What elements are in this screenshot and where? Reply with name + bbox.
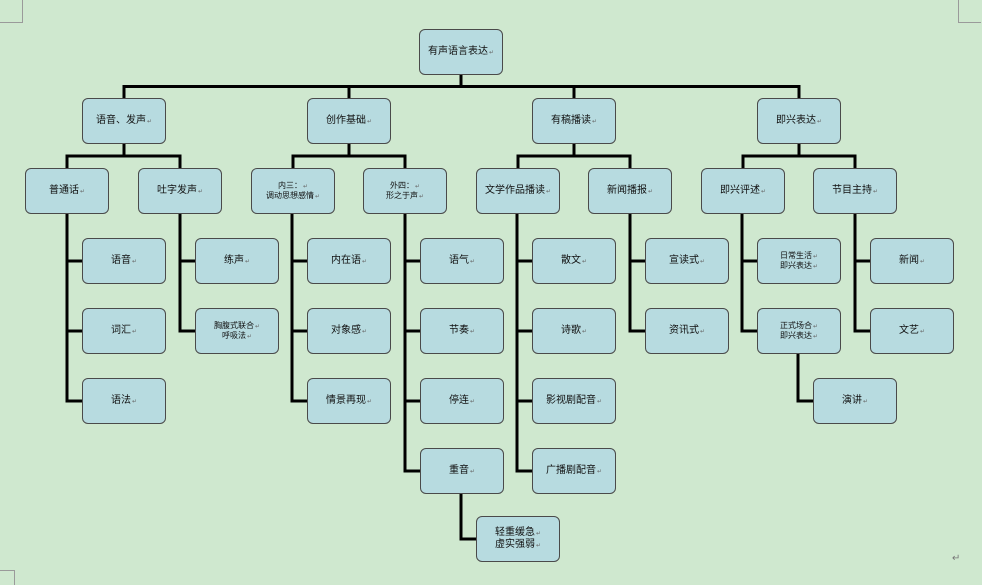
node-label-line: 演讲 (842, 395, 868, 408)
node-label-line: 即兴表达 (780, 261, 818, 271)
node-label-line: 广播剧配音 (546, 465, 602, 478)
node-label-line: 散文 (561, 255, 587, 268)
node-label-line: 影视剧配音 (546, 395, 602, 408)
node-label-line: 外四： (390, 181, 420, 191)
node-label-line: 有声语言表达 (428, 46, 494, 59)
node-label-line: 胸腹式联合 (214, 321, 260, 331)
node-l-qingjing: 情景再现 (307, 378, 391, 424)
page-corner-mark-top-left (0, 0, 23, 23)
node-c4a: 即兴评述 (701, 168, 785, 214)
node-c3: 有稿播读 (532, 98, 616, 144)
node-l-jiezou: 节奏 (420, 308, 504, 354)
node-l-cihui: 词汇 (82, 308, 166, 354)
node-label-line: 文学作品播读 (485, 185, 551, 198)
node-label-line: 对象感 (331, 325, 367, 338)
node-label-line: 语音 (111, 255, 137, 268)
node-label-line: 呼吸法 (222, 331, 252, 341)
node-label-line: 语气 (449, 255, 475, 268)
node-l-zixun: 资讯式 (645, 308, 729, 354)
node-label-line: 重音 (449, 465, 475, 478)
node-c1a: 普通话 (25, 168, 109, 214)
node-l-shige: 诗歌 (532, 308, 616, 354)
node-label-line: 停连 (449, 395, 475, 408)
node-label-line: 节目主持 (832, 185, 878, 198)
node-label-line: 即兴表达 (780, 331, 818, 341)
node-l-yingshi: 影视剧配音 (532, 378, 616, 424)
paragraph-mark-icon: ↵ (952, 553, 961, 564)
node-c3a: 文学作品播读 (476, 168, 560, 214)
node-l-yanjiang: 演讲 (813, 378, 897, 424)
node-c1: 语音、发声 (82, 98, 166, 144)
node-label-line: 资讯式 (669, 325, 705, 338)
node-label-line: 语音、发声 (96, 115, 152, 128)
node-l-zhongyin: 重音 (420, 448, 504, 494)
node-l-zhengshi: 正式场合即兴表达 (757, 308, 841, 354)
node-label-line: 新闻播报 (607, 185, 653, 198)
node-label-line: 轻重缓急 (495, 527, 541, 540)
node-label-line: 日常生活 (780, 251, 818, 261)
node-label-line: 即兴表达 (776, 115, 822, 128)
node-l-wenyi: 文艺 (870, 308, 954, 354)
node-label-line: 新闻 (899, 255, 925, 268)
node-label-line: 语法 (111, 395, 137, 408)
node-c2: 创作基础 (307, 98, 391, 144)
node-l-richang: 日常生活即兴表达 (757, 238, 841, 284)
node-label-line: 形之于声 (386, 191, 424, 201)
node-c4b: 节目主持 (813, 168, 897, 214)
node-label-line: 节奏 (449, 325, 475, 338)
node-l-yuqi: 语气 (420, 238, 504, 284)
node-l-guangbo: 广播剧配音 (532, 448, 616, 494)
node-c3b: 新闻播报 (588, 168, 672, 214)
node-l-duixiang: 对象感 (307, 308, 391, 354)
node-label-line: 内在语 (331, 255, 367, 268)
node-l-xinwen: 新闻 (870, 238, 954, 284)
node-label-line: 吐字发声 (157, 185, 203, 198)
node-label-line: 情景再现 (326, 395, 372, 408)
page-corner-mark-bottom-left (0, 570, 15, 585)
node-root: 有声语言表达 (419, 29, 503, 75)
node-label-line: 宣读式 (669, 255, 705, 268)
node-l-qingzhong: 轻重缓急虚实强弱 (476, 516, 560, 562)
node-label-line: 创作基础 (326, 115, 372, 128)
node-label-line: 诗歌 (561, 325, 587, 338)
node-l-neizaiyu: 内在语 (307, 238, 391, 284)
node-l-xuandu: 宣读式 (645, 238, 729, 284)
node-label-line: 正式场合 (780, 321, 818, 331)
node-label-line: 即兴评述 (720, 185, 766, 198)
page-corner-mark-top-right (958, 0, 981, 23)
node-label-line: 文艺 (899, 325, 925, 338)
node-label-line: 练声 (224, 255, 250, 268)
node-label-line: 普通话 (49, 185, 85, 198)
node-l-liansheng: 练声 (195, 238, 279, 284)
node-l-tinglian: 停连 (420, 378, 504, 424)
node-c4: 即兴表达 (757, 98, 841, 144)
node-l-yuyin: 语音 (82, 238, 166, 284)
node-label-line: 有稿播读 (551, 115, 597, 128)
node-l-sanwen: 散文 (532, 238, 616, 284)
node-c1b: 吐字发声 (138, 168, 222, 214)
node-l-huxi: 胸腹式联合呼吸法 (195, 308, 279, 354)
node-l-yufa: 语法 (82, 378, 166, 424)
node-label-line: 词汇 (111, 325, 137, 338)
node-label-line: 内三： (278, 181, 308, 191)
node-c2b: 外四：形之于声 (363, 168, 447, 214)
node-label-line: 虚实强弱 (495, 539, 541, 552)
node-c2a: 内三：调动思想感情 (251, 168, 335, 214)
node-label-line: 调动思想感情 (266, 191, 320, 201)
